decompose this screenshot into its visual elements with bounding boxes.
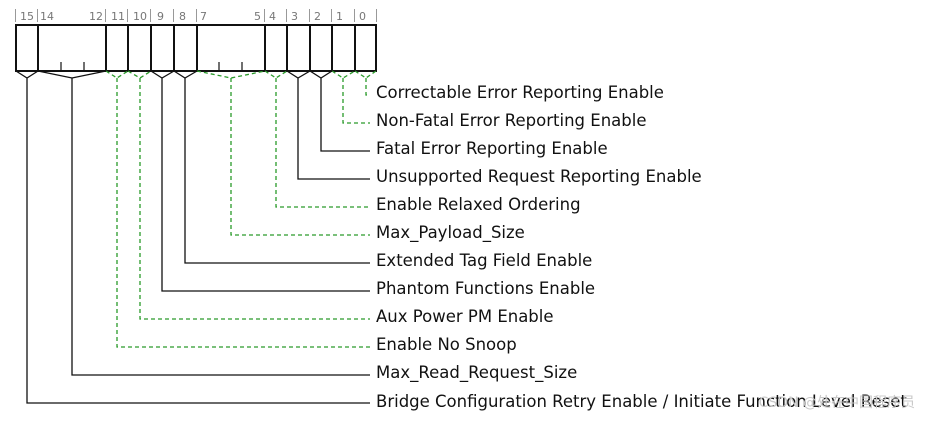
bit-number: 5 bbox=[254, 10, 261, 23]
connector-bridge-config-retry bbox=[15, 70, 370, 404]
connector-no-snoop bbox=[105, 70, 370, 348]
field-labels: Correctable Error Reporting Enable Non-F… bbox=[376, 83, 907, 411]
connector-nonfatal-error bbox=[331, 70, 370, 124]
bit-number: 15 bbox=[20, 10, 34, 23]
connector-max-read-request bbox=[37, 70, 370, 376]
bit-number: 3 bbox=[291, 10, 298, 23]
bit-number: 10 bbox=[133, 10, 147, 23]
connector-fatal-error bbox=[309, 70, 370, 152]
field-label-unsupported-request: Unsupported Request Reporting Enable bbox=[376, 167, 702, 186]
connector-aux-power bbox=[127, 70, 370, 320]
field-label-bridge-config-retry: Bridge Configuration Retry Enable / Init… bbox=[376, 392, 907, 411]
bit-number: 8 bbox=[179, 10, 186, 23]
field-label-max-read-request: Max_Read_Request_Size bbox=[376, 363, 577, 383]
field-label-extended-tag: Extended Tag Field Enable bbox=[376, 251, 592, 270]
bit-number: 12 bbox=[89, 10, 103, 23]
connector-correctable-error bbox=[354, 70, 377, 96]
bit-number: 4 bbox=[269, 10, 276, 23]
field-label-phantom-functions: Phantom Functions Enable bbox=[376, 279, 595, 298]
connector-max-payload-size bbox=[196, 70, 370, 236]
field-connectors bbox=[15, 70, 377, 404]
register-box bbox=[15, 24, 377, 72]
bit-number: 2 bbox=[314, 10, 321, 23]
bit-number-separators bbox=[15, 9, 377, 22]
bit-number: 9 bbox=[157, 10, 164, 23]
connector-extended-tag bbox=[173, 70, 370, 264]
bit-number-row: 15 14 12 11 10 9 8 7 5 4 3 2 1 0 bbox=[20, 10, 366, 23]
bit-number: 1 bbox=[336, 10, 343, 23]
connector-relaxed-ordering bbox=[264, 70, 370, 208]
field-label-nonfatal-error: Non-Fatal Error Reporting Enable bbox=[376, 111, 646, 130]
connector-unsupported-request bbox=[286, 70, 370, 180]
field-label-max-payload-size: Max_Payload_Size bbox=[376, 223, 525, 243]
field-label-no-snoop: Enable No Snoop bbox=[376, 335, 517, 354]
bit-number: 7 bbox=[200, 10, 207, 23]
bit-number: 0 bbox=[359, 10, 366, 23]
field-label-correctable-error: Correctable Error Reporting Enable bbox=[376, 83, 664, 102]
bit-number: 11 bbox=[111, 10, 125, 23]
field-label-aux-power: Aux Power PM Enable bbox=[376, 307, 554, 326]
connector-phantom-functions bbox=[150, 70, 370, 292]
field-label-relaxed-ordering: Enable Relaxed Ordering bbox=[376, 195, 581, 214]
inner-bit-ticks bbox=[60, 62, 243, 71]
field-label-fatal-error: Fatal Error Reporting Enable bbox=[376, 139, 608, 158]
bit-number: 14 bbox=[40, 10, 54, 23]
watermark: CSDN @处在中国程序员 bbox=[759, 395, 915, 411]
